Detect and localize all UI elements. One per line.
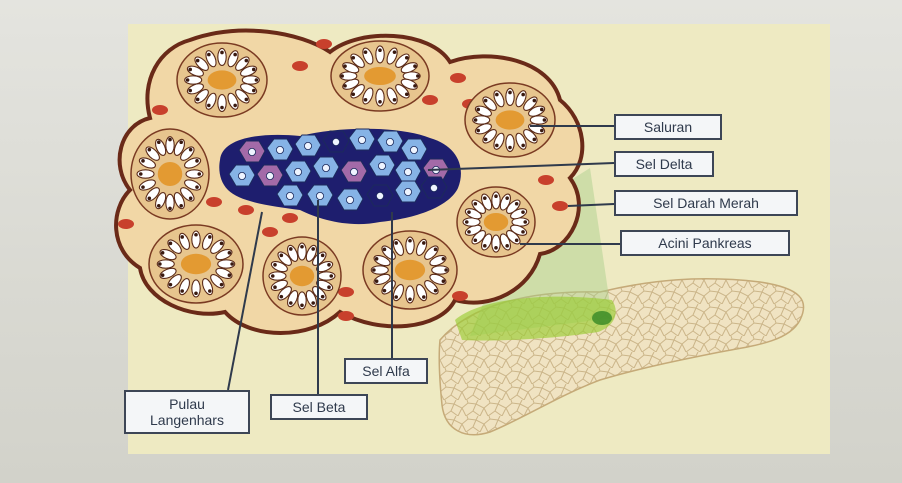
red-blood-cell bbox=[206, 197, 222, 207]
red-blood-cell bbox=[552, 201, 568, 211]
label-sel-alfa-text: Sel Alfa bbox=[352, 363, 420, 379]
label-saluran-text: Saluran bbox=[622, 119, 714, 135]
label-pulau-line1: Pulau bbox=[132, 396, 242, 412]
acinus bbox=[457, 187, 535, 257]
acinus bbox=[363, 231, 457, 309]
red-blood-cell bbox=[450, 73, 466, 83]
acinus bbox=[263, 237, 341, 315]
label-saluran: Saluran bbox=[614, 114, 722, 140]
label-sel-beta-text: Sel Beta bbox=[278, 399, 360, 415]
acinus bbox=[177, 43, 267, 117]
label-sel-alfa: Sel Alfa bbox=[344, 358, 428, 384]
label-sel-darah-merah: Sel Darah Merah bbox=[614, 190, 798, 216]
acinus bbox=[331, 41, 429, 111]
red-blood-cell bbox=[338, 287, 354, 297]
red-blood-cell bbox=[262, 227, 278, 237]
red-blood-cell bbox=[292, 61, 308, 71]
red-blood-cell bbox=[422, 95, 438, 105]
red-blood-cell bbox=[316, 39, 332, 49]
red-blood-cell bbox=[452, 291, 468, 301]
red-blood-cell bbox=[338, 311, 354, 321]
label-acini-pankreas-text: Acini Pankreas bbox=[628, 235, 782, 251]
red-blood-cell bbox=[238, 205, 254, 215]
acinus bbox=[465, 83, 555, 157]
label-sel-delta: Sel Delta bbox=[614, 151, 714, 177]
label-pulau-langerhans: Pulau Langenhars bbox=[124, 390, 250, 434]
label-sel-darah-merah-text: Sel Darah Merah bbox=[622, 195, 790, 211]
red-blood-cell bbox=[152, 105, 168, 115]
red-blood-cell bbox=[538, 175, 554, 185]
red-blood-cell bbox=[118, 219, 134, 229]
label-acini-pankreas: Acini Pankreas bbox=[620, 230, 790, 256]
red-blood-cell bbox=[282, 213, 298, 223]
acinus bbox=[131, 129, 209, 219]
acinus bbox=[149, 225, 243, 303]
label-sel-beta: Sel Beta bbox=[270, 394, 368, 420]
label-pulau-line2: Langenhars bbox=[132, 412, 242, 428]
label-sel-delta-text: Sel Delta bbox=[622, 156, 706, 172]
